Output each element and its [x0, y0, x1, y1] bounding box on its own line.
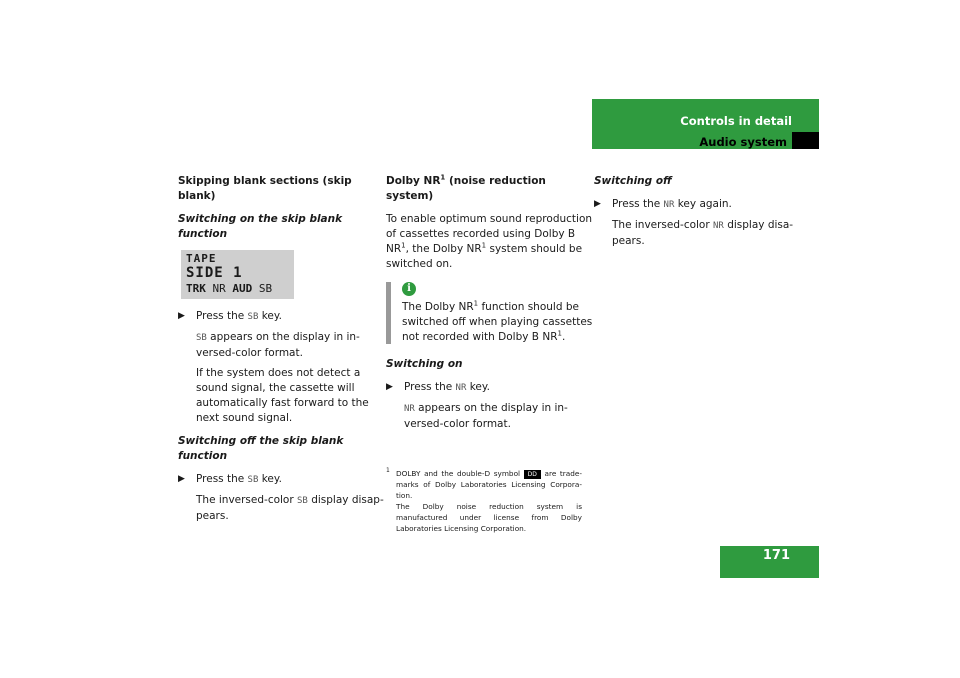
footnote-number: 1: [386, 467, 390, 474]
note-text: The Dolby NR1 function should be switche…: [402, 299, 593, 343]
key-nr: NR: [663, 200, 675, 210]
arrow-bullet-icon: ▶: [178, 311, 185, 321]
result-nr-disappears: The inversed-color NR display disa-pears…: [612, 219, 794, 247]
chapter-title: Controls in detail: [680, 114, 792, 128]
step-press-sb: ▶ Press the SB key.: [178, 310, 282, 322]
footnote-license: The Dolby noise reduction system is manu…: [396, 502, 582, 533]
display-line-status: TRK NR AUD SB: [186, 282, 273, 295]
result-sb-disappears: The inversed-color SB display disap-pear…: [196, 494, 384, 522]
column-dolby: Dolby NR1 (noise reduction system) To en…: [386, 174, 594, 437]
header-band: [592, 99, 819, 132]
subheading-switch-off-skip: Switching off the skip blank function: [178, 435, 344, 462]
arrow-bullet-icon: ▶: [178, 474, 185, 484]
section-title: Audio system: [699, 135, 787, 149]
step-press-sb-off: ▶ Press the SB key.: [178, 473, 282, 485]
step-press-nr-again: ▶ Press the NR key again.: [594, 198, 732, 210]
subheading-switch-on-nr: Switching on: [386, 358, 463, 370]
key-sb: SB: [247, 312, 259, 322]
arrow-bullet-icon: ▶: [594, 199, 601, 209]
display-line-tape: TAPE: [186, 252, 217, 265]
info-note: i The Dolby NR1 function should be switc…: [386, 282, 594, 345]
note-bar: [386, 282, 391, 344]
header-marker: [792, 132, 819, 149]
subheading-switch-on-skip: Switching on the skip blank function: [178, 213, 343, 240]
key-nr: NR: [455, 383, 467, 393]
footnote: 1 DOLBY and the double-D symbol DD are t…: [386, 467, 583, 534]
footnote-trademark: DOLBY and the double-D symbol DD are tra…: [396, 469, 583, 500]
heading-dolby: Dolby NR1 (noise reduction system): [386, 173, 546, 202]
column-switch-off-nr: Switching off ▶ Press the NR key again. …: [594, 174, 802, 254]
info-icon: i: [402, 282, 416, 296]
page-number-box: [720, 546, 819, 578]
step-press-nr: ▶ Press the NR key.: [386, 381, 490, 393]
header-band-sub: [592, 132, 792, 149]
column-skip-blank: Skipping blank sections (skip blank) Swi…: [178, 174, 386, 529]
result-sb-detail: If the system does not detect a sound si…: [196, 367, 369, 424]
heading-skip-blank: Skipping blank sections (skip blank): [178, 175, 352, 202]
dolby-double-d-icon: DD: [523, 469, 541, 479]
subheading-switch-off-nr: Switching off: [594, 175, 672, 187]
result-nr-appears: NR appears on the display in in-versed-c…: [404, 402, 568, 430]
key-sb: SB: [247, 475, 259, 485]
display-line-side: SIDE 1: [186, 265, 243, 281]
page-number: 171: [762, 548, 790, 563]
tape-display-image: TAPE SIDE 1 TRK NR AUD SB: [181, 250, 294, 299]
dolby-intro: To enable optimum sound reproduction of …: [386, 213, 593, 270]
arrow-bullet-icon: ▶: [386, 382, 393, 392]
result-sb-appears: SB appears on the display in in-versed-c…: [196, 331, 360, 359]
